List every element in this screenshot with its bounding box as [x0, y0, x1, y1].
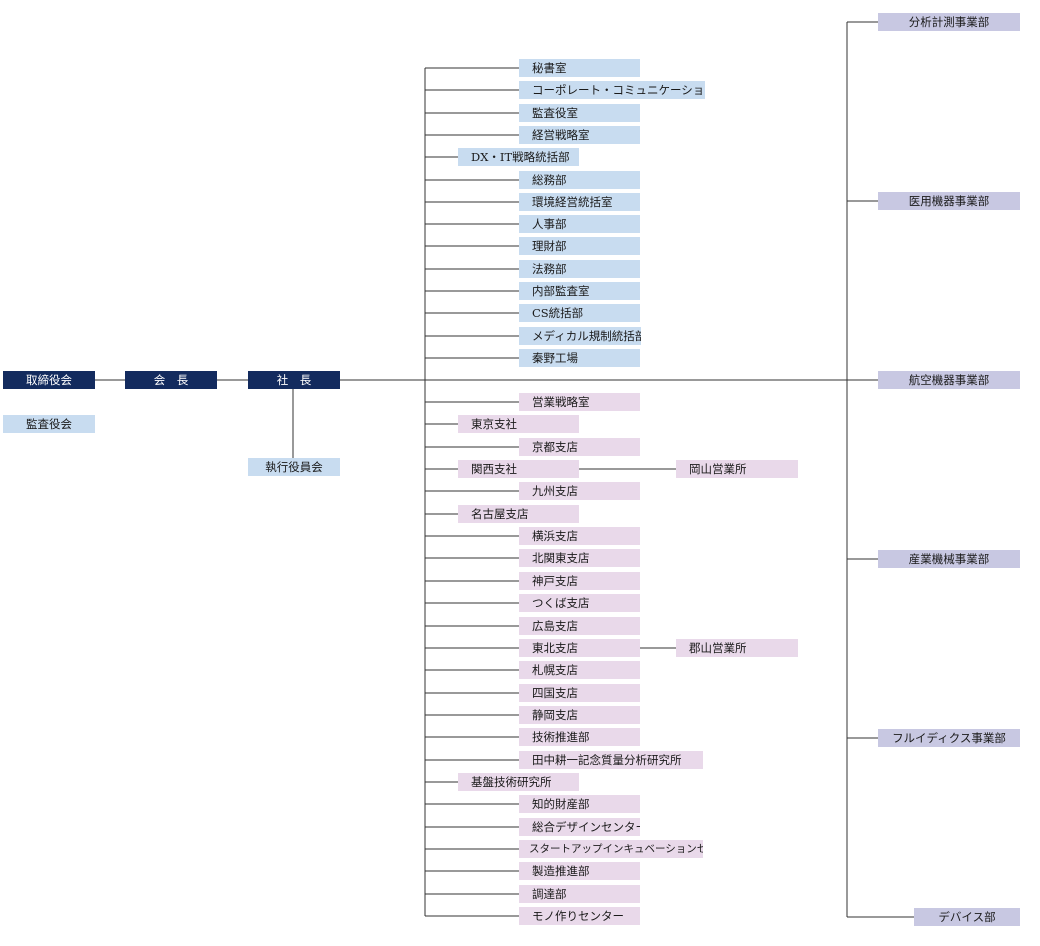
okayama-sales-office: 岡山営業所 — [676, 460, 798, 478]
operations-dept-box: 京都支店 — [519, 438, 640, 456]
audit-board: 監査役会 — [3, 415, 95, 433]
koriyama-sales-office: 郡山営業所 — [676, 639, 798, 657]
operations-dept-box: スタートアップインキュベーションセンター — [519, 840, 703, 858]
president: 社 長 — [248, 371, 340, 389]
operations-dept-box: 札幌支店 — [519, 661, 640, 679]
corporate-dept-box: 理財部 — [519, 237, 640, 255]
business-division-box: フルイディクス事業部 — [878, 729, 1020, 747]
operations-dept-box: 神戸支店 — [519, 572, 640, 590]
operations-dept-box: 調達部 — [519, 885, 640, 903]
operations-dept-box: 基盤技術研究所 — [458, 773, 579, 791]
business-division-box: 産業機械事業部 — [878, 550, 1020, 568]
operations-dept-box: 静岡支店 — [519, 706, 640, 724]
operations-dept-box: 北関東支店 — [519, 549, 640, 567]
corporate-dept-box: コーポレート・コミュニケーション部 — [519, 81, 705, 99]
corporate-dept-box: 環境経営統括室 — [519, 193, 640, 211]
operations-dept-box: 横浜支店 — [519, 527, 640, 545]
operations-dept-box: モノ作りセンター — [519, 907, 640, 925]
corporate-dept-box: 秘書室 — [519, 59, 640, 77]
operations-dept-box: 九州支店 — [519, 482, 640, 500]
business-division-box: 航空機器事業部 — [878, 371, 1020, 389]
operations-dept-box: 四国支店 — [519, 684, 640, 702]
operations-dept-box: 知的財産部 — [519, 795, 640, 813]
operations-dept-box: 関西支社 — [458, 460, 579, 478]
corporate-dept-box: メディカル規制統括部 — [519, 327, 641, 345]
corporate-dept-box: 法務部 — [519, 260, 640, 278]
business-division-box: 分析計測事業部 — [878, 13, 1020, 31]
chairman: 会 長 — [125, 371, 217, 389]
corporate-dept-box: CS統括部 — [519, 304, 640, 322]
operations-dept-box: つくば支店 — [519, 594, 640, 612]
corporate-dept-box: 総務部 — [519, 171, 640, 189]
operations-dept-box: 営業戦略室 — [519, 393, 640, 411]
business-division-box: 医用機器事業部 — [878, 192, 1020, 210]
business-division-box: デバイス部 — [914, 908, 1020, 926]
corporate-dept-box: 秦野工場 — [519, 349, 640, 367]
operations-dept-box: 技術推進部 — [519, 728, 640, 746]
operations-dept-box: 広島支店 — [519, 617, 640, 635]
corporate-dept-box: 人事部 — [519, 215, 640, 233]
corporate-dept-box: 経営戦略室 — [519, 126, 640, 144]
operations-dept-box: 東京支社 — [458, 415, 579, 433]
corporate-dept-box: 監査役室 — [519, 104, 640, 122]
board-of-directors: 取締役会 — [3, 371, 95, 389]
corporate-dept-box: DX・IT戦略統括部 — [458, 148, 579, 166]
operations-dept-box: 田中耕一記念質量分析研究所 — [519, 751, 703, 769]
operations-dept-box: 東北支店 — [519, 639, 640, 657]
corporate-dept-box: 内部監査室 — [519, 282, 640, 300]
executive-committee: 執行役員会 — [248, 458, 340, 476]
operations-dept-box: 製造推進部 — [519, 862, 640, 880]
operations-dept-box: 名古屋支店 — [458, 505, 579, 523]
operations-dept-box: 総合デザインセンター — [519, 818, 640, 836]
